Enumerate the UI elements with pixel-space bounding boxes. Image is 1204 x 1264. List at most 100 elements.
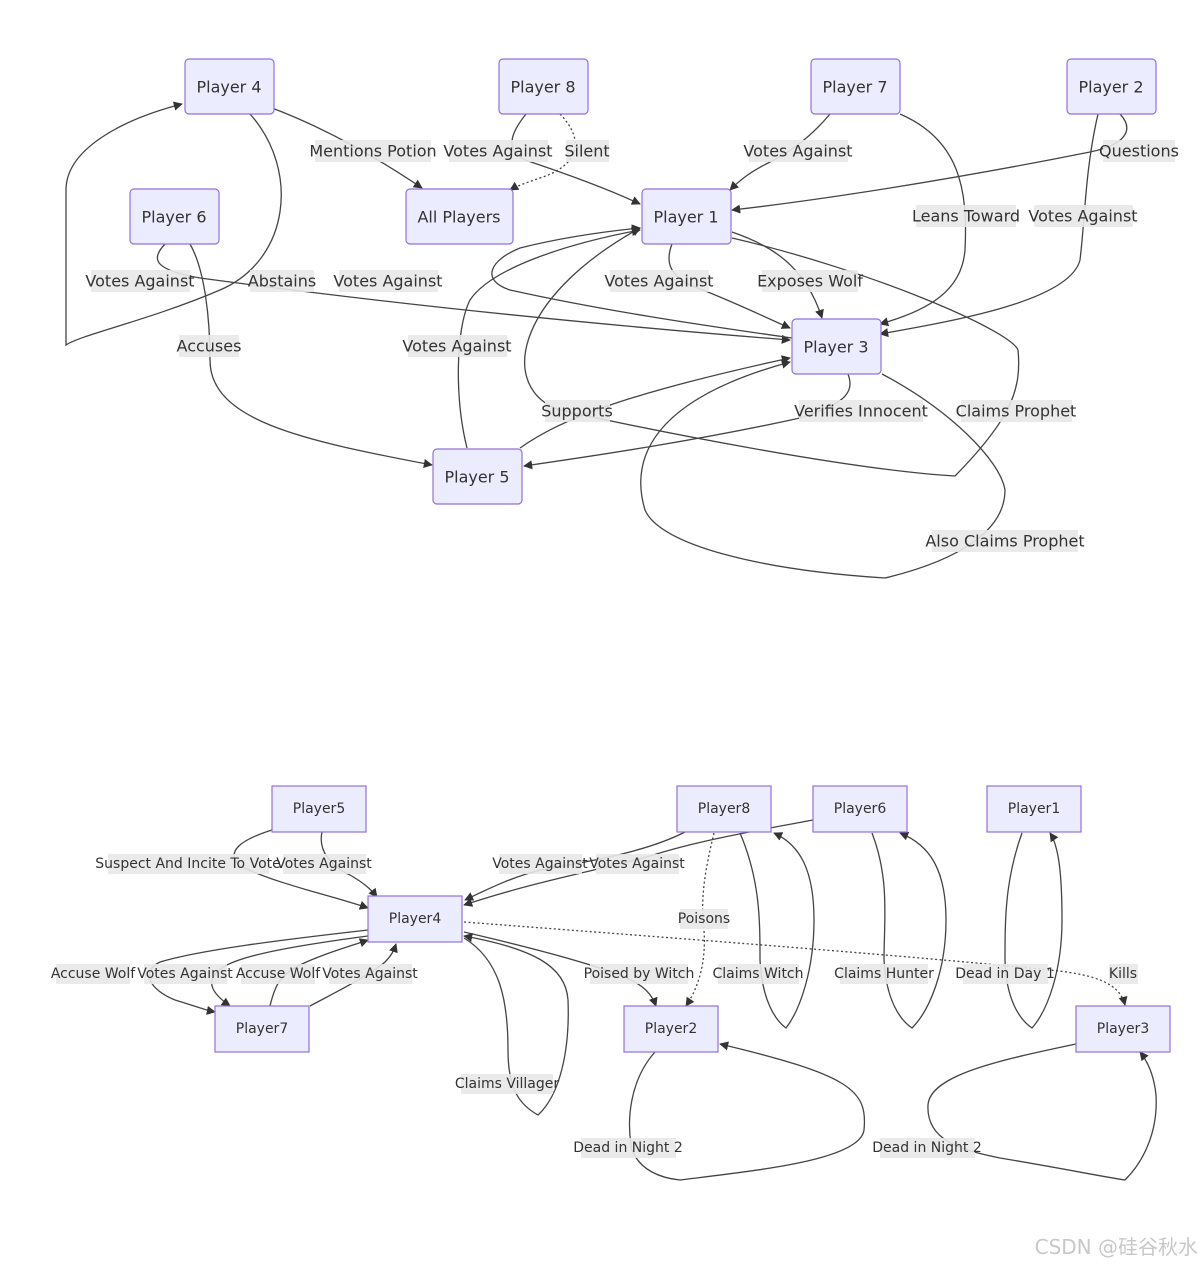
node-player2[interactable]: Player2 xyxy=(623,1005,719,1053)
svg-text:Player4: Player4 xyxy=(389,911,442,927)
svg-text:Claims Hunter: Claims Hunter xyxy=(834,966,934,982)
node-player-1[interactable]: Player 1 xyxy=(641,188,732,245)
svg-text:Player8: Player8 xyxy=(698,801,750,817)
edge-p1-p3-b xyxy=(731,231,824,319)
edge-label: Kills xyxy=(1109,964,1138,984)
edge-label: Votes Against xyxy=(85,270,195,292)
edge-p6-p5 xyxy=(189,243,433,468)
svg-text:All Players: All Players xyxy=(417,208,500,227)
diagram-1: Mentions Potion Votes Against Silent Vot… xyxy=(65,58,1179,579)
edge-label: Votes Against xyxy=(604,270,714,292)
node-player8[interactable]: Player8 xyxy=(676,785,772,833)
edge2-p2-loop xyxy=(628,1041,866,1181)
svg-text:Player2: Player2 xyxy=(645,1021,697,1037)
edge-label: Accuses xyxy=(177,335,242,357)
edge-label: Supports xyxy=(541,400,613,422)
diagram-2-nodes: Player5 Player8 Player6 Player1 Player4 … xyxy=(214,785,1171,1053)
edge2-p4-loop xyxy=(463,932,569,1116)
svg-text:Accuse Wolf: Accuse Wolf xyxy=(236,966,321,982)
node-player7[interactable]: Player7 xyxy=(214,1005,310,1053)
svg-text:Votes Against: Votes Against xyxy=(443,142,552,161)
diagram-1-nodes: Player 4 Player 8 Player 7 Player 2 Play… xyxy=(129,58,1157,505)
svg-text:Suspect And Incite To Vote: Suspect And Incite To Vote xyxy=(95,856,280,872)
svg-text:Votes Against: Votes Against xyxy=(85,272,194,291)
edge-label: Mentions Potion xyxy=(309,140,437,162)
edge2-p4-p7-b xyxy=(211,935,369,1007)
edge-label: Verifies Innocent xyxy=(794,400,928,422)
node-player3[interactable]: Player3 xyxy=(1075,1005,1171,1053)
edge-label: Votes Against xyxy=(402,335,512,357)
svg-text:Silent: Silent xyxy=(564,142,609,161)
svg-text:Player6: Player6 xyxy=(834,801,887,817)
svg-text:Votes Against: Votes Against xyxy=(589,856,685,872)
node-all-players[interactable]: All Players xyxy=(405,188,514,245)
svg-text:Player 8: Player 8 xyxy=(510,78,575,97)
svg-text:Votes Against: Votes Against xyxy=(402,337,511,356)
svg-text:Claims Prophet: Claims Prophet xyxy=(956,402,1077,421)
edge-label: Votes Against xyxy=(333,270,443,292)
svg-text:Votes Against: Votes Against xyxy=(137,966,233,982)
svg-text:Player 2: Player 2 xyxy=(1078,78,1143,97)
node-player-5[interactable]: Player 5 xyxy=(432,448,523,505)
edge-label: Dead in Night 2 xyxy=(573,1138,683,1158)
svg-text:Accuse Wolf: Accuse Wolf xyxy=(51,966,136,982)
node-player-8[interactable]: Player 8 xyxy=(498,58,589,115)
edge-p7-p3 xyxy=(879,113,967,327)
edge-label: Votes Against xyxy=(137,964,233,984)
edge-label: Exposes Wolf xyxy=(757,270,863,292)
svg-text:Accuses: Accuses xyxy=(177,337,242,356)
edge-p3-p1 xyxy=(491,224,793,339)
svg-text:Player 7: Player 7 xyxy=(822,78,887,97)
edge-label: Claims Prophet xyxy=(956,400,1077,422)
edge-label: Votes Against xyxy=(492,854,588,874)
edge-label: Dead in Day 1 xyxy=(955,964,1055,984)
node-player-4[interactable]: Player 4 xyxy=(184,58,275,115)
edge-p2-p3 xyxy=(879,113,1099,338)
svg-text:Dead in Night 2: Dead in Night 2 xyxy=(573,1140,683,1156)
node-player5[interactable]: Player5 xyxy=(271,785,367,833)
node-player-6[interactable]: Player 6 xyxy=(129,188,220,245)
edge-label: Claims Hunter xyxy=(834,964,934,984)
svg-text:Player 1: Player 1 xyxy=(653,208,718,227)
svg-text:Mentions Potion: Mentions Potion xyxy=(309,142,436,161)
svg-text:Player 6: Player 6 xyxy=(141,208,206,227)
svg-text:Player5: Player5 xyxy=(293,801,345,817)
svg-text:Votes Against: Votes Against xyxy=(1028,207,1137,226)
node-player6[interactable]: Player6 xyxy=(812,785,908,833)
edge-label: Votes Against xyxy=(1028,205,1138,227)
svg-text:Player3: Player3 xyxy=(1097,1021,1149,1037)
svg-text:Player7: Player7 xyxy=(236,1021,288,1037)
watermark-text: CSDN @硅谷秋水 xyxy=(1034,1235,1198,1259)
edge-label: Suspect And Incite To Vote xyxy=(95,854,281,874)
edge-p3-p5 xyxy=(523,373,851,470)
edge-label: Poisons xyxy=(678,909,730,929)
svg-text:Supports: Supports xyxy=(541,402,613,421)
edge2-p8-p2 xyxy=(685,832,715,1007)
svg-text:Abstains: Abstains xyxy=(248,272,316,291)
edge-label: Abstains xyxy=(248,270,316,292)
svg-text:Kills: Kills xyxy=(1109,966,1137,982)
edge-p5-p1 xyxy=(457,227,641,449)
svg-text:Questions: Questions xyxy=(1099,142,1179,161)
edge2-p6-loop xyxy=(871,831,947,1029)
node-player-2[interactable]: Player 2 xyxy=(1066,58,1157,115)
node-player-3[interactable]: Player 3 xyxy=(791,318,882,375)
svg-text:Also Claims Prophet: Also Claims Prophet xyxy=(925,532,1084,551)
edge-label: Votes Against xyxy=(743,140,853,162)
edge-label: Questions xyxy=(1099,140,1179,162)
edge-label: Votes Against xyxy=(443,140,553,162)
svg-text:Votes Against: Votes Against xyxy=(492,856,588,872)
node-player-7[interactable]: Player 7 xyxy=(810,58,901,115)
edge-label: Dead in Night 2 xyxy=(872,1138,982,1158)
svg-text:Votes Against: Votes Against xyxy=(743,142,852,161)
edge-label: Votes Against xyxy=(589,854,685,874)
edge-label: Votes Against xyxy=(276,854,372,874)
diagram-2: Suspect And Incite To Vote Votes Against… xyxy=(51,785,1171,1181)
edge-label: Accuse Wolf xyxy=(236,964,321,984)
node-player1[interactable]: Player1 xyxy=(986,785,1082,833)
diagram-1-edge-labels: Mentions Potion Votes Against Silent Vot… xyxy=(85,140,1179,552)
svg-text:Player1: Player1 xyxy=(1008,801,1060,817)
svg-text:Poised by Witch: Poised by Witch xyxy=(584,966,695,982)
node-player4[interactable]: Player4 xyxy=(367,895,463,943)
